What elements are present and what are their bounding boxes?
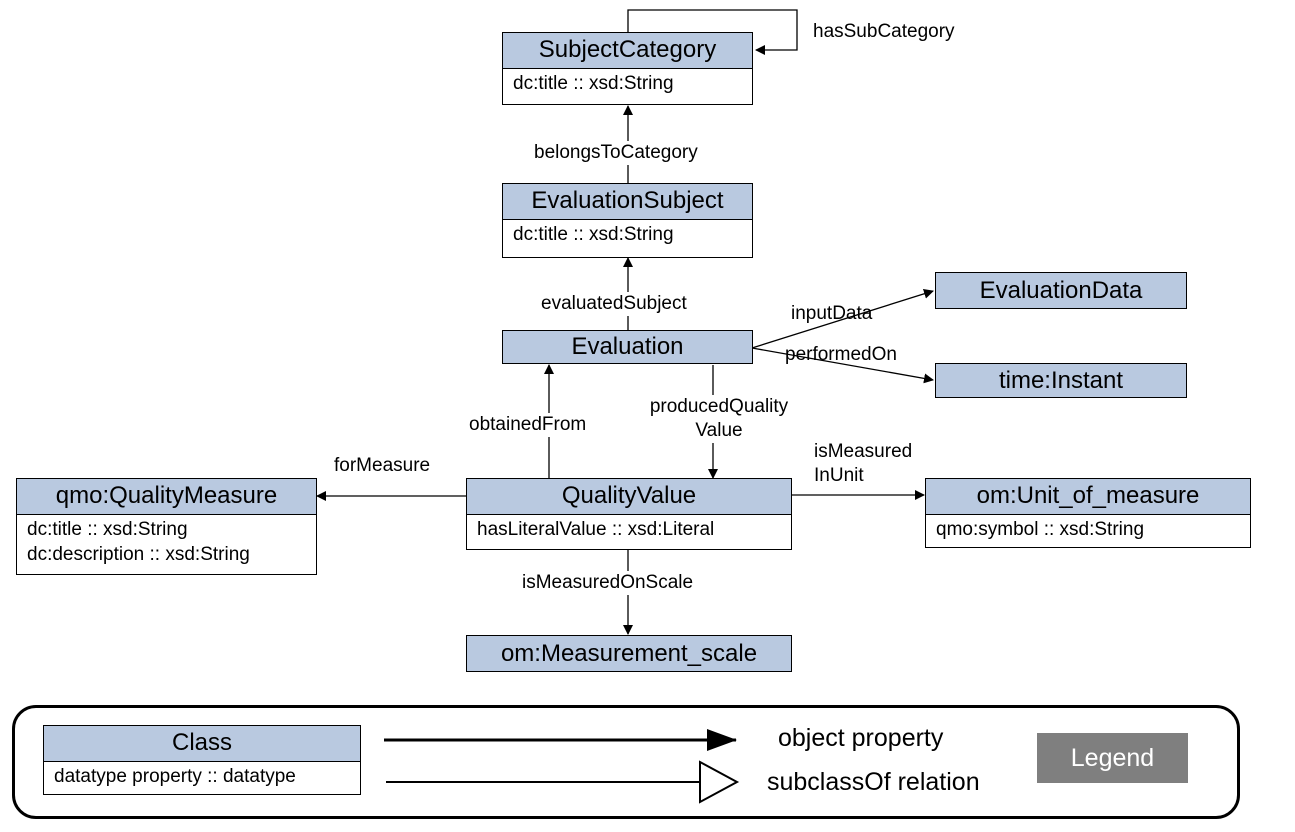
legend-class-attributes: datatype property :: datatype [44,762,360,789]
class-evaluation-subject[interactable]: EvaluationSubject dc:title :: xsd:String [502,183,753,258]
legend-class-box: Class datatype property :: datatype [43,725,361,795]
edge-performed-on [751,347,934,384]
class-title: EvaluationData [936,273,1186,308]
class-title: om:Measurement_scale [467,636,791,671]
label-evaluated-subject: evaluatedSubject [541,292,687,316]
class-attribute: dc:title :: xsd:String [513,73,674,94]
class-title: qmo:QualityMeasure [17,479,316,515]
class-measurement-scale[interactable]: om:Measurement_scale [466,635,792,672]
class-title: QualityValue [467,479,791,515]
label-is-measured-on-scale: isMeasuredOnScale [522,571,694,595]
class-attribute: qmo:symbol :: xsd:String [936,519,1145,540]
label-line: Value [695,420,743,441]
class-subject-category[interactable]: SubjectCategory dc:title :: xsd:String [502,32,753,105]
edge-input-data [751,288,934,349]
label-line: producedQuality [649,396,789,417]
class-title: Evaluation [503,331,752,363]
label-obtained-from: obtainedFrom [469,413,587,437]
label-for-measure: forMeasure [334,455,431,476]
label-line: InUnit [814,465,864,486]
class-evaluation-data[interactable]: EvaluationData [935,272,1187,309]
label-produced-quality-value: producedQuality Value [636,395,802,443]
class-time-instant[interactable]: time:Instant [935,363,1187,398]
class-title: om:Unit_of_measure [926,479,1250,515]
class-attributes: dc:title :: xsd:String dc:description ::… [17,515,316,567]
class-attributes: dc:title :: xsd:String [503,69,752,96]
class-attribute: dc:description :: xsd:String [27,544,250,565]
class-evaluation[interactable]: Evaluation [502,330,753,364]
class-title: time:Instant [936,364,1186,397]
label-is-measured-in-unit: isMeasured InUnit [814,440,912,488]
legend-badge: Legend [1037,733,1188,783]
class-attribute: hasLiteralValue :: xsd:Literal [477,519,715,540]
legend-class-title: Class [44,726,360,762]
legend-subclass-label: subclassOf relation [767,768,980,796]
legend-frame [12,705,1240,819]
class-attributes: qmo:symbol :: xsd:String [926,515,1250,542]
class-unit-of-measure[interactable]: om:Unit_of_measure qmo:symbol :: xsd:Str… [925,478,1251,548]
label-belongs-to-category: belongsToCategory [534,141,698,165]
class-title: EvaluationSubject [503,184,752,220]
label-performed-on: performedOn [785,344,897,365]
edge-has-sub-category [627,9,798,55]
legend-object-property-label: object property [778,724,944,752]
legend-class-attribute: datatype property :: datatype [54,766,296,787]
class-attributes: hasLiteralValue :: xsd:Literal [467,515,791,542]
class-attribute: dc:title :: xsd:String [513,224,674,245]
label-line: isMeasured [814,441,913,462]
class-quality-value[interactable]: QualityValue hasLiteralValue :: xsd:Lite… [466,478,792,550]
class-title: SubjectCategory [503,33,752,69]
class-quality-measure[interactable]: qmo:QualityMeasure dc:title :: xsd:Strin… [16,478,317,575]
class-attributes: dc:title :: xsd:String [503,220,752,247]
legend-subclass-arrowhead [699,760,740,804]
label-input-data: inputData [791,303,873,324]
class-attribute: dc:title :: xsd:String [27,519,188,540]
label-has-sub-category: hasSubCategory [813,21,955,42]
